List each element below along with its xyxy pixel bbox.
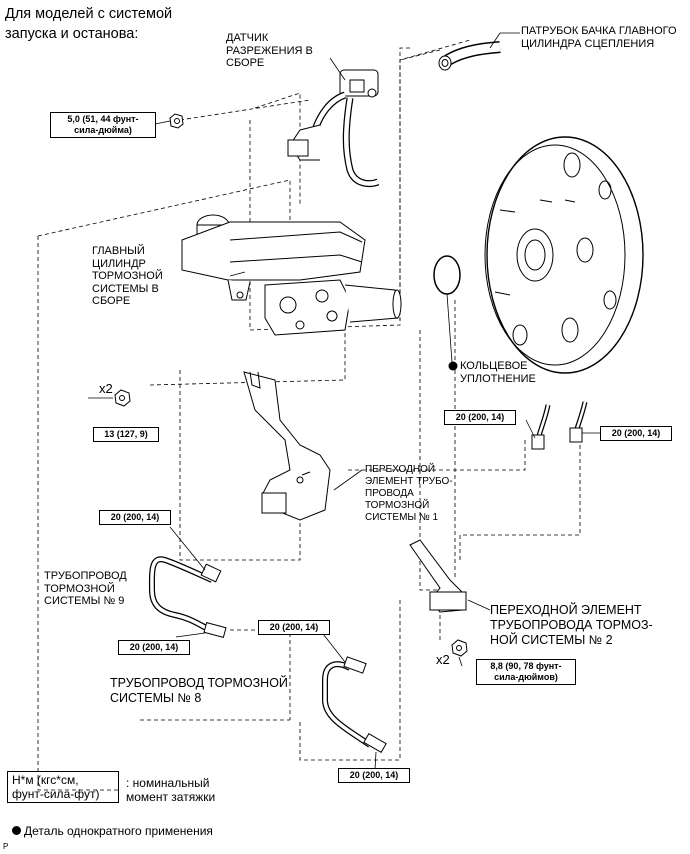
label-adapter-2: ПЕРЕХОДНОЙ ЭЛЕМЕНТ ТРУБОПРОВОДА ТОРМОЗ- … xyxy=(490,603,653,647)
torque-box-pipe-1: 20 (200, 14) xyxy=(444,410,516,425)
label-tube-9: ТРУБОПРОВОД ТОРМОЗНОЙ СИСТЕМЫ № 9 xyxy=(44,570,127,607)
label-x2-left: x2 xyxy=(99,381,113,396)
nut-x2-right xyxy=(451,639,468,657)
single-use-marker xyxy=(448,361,458,371)
nut-x2-left xyxy=(114,389,131,407)
single-use-dot-icon xyxy=(12,826,21,836)
brake-tube-adapter-2 xyxy=(409,539,491,613)
torque-box-tube9-bottom: 20 (200, 14) xyxy=(118,640,190,655)
header-line-1: Для моделей с системой xyxy=(5,6,173,22)
brake-pipe-ends xyxy=(531,401,588,450)
label-x2-right: x2 xyxy=(436,652,450,667)
label-tube-8: ТРУБОПРОВОД ТОРМОЗНОЙ СИСТЕМЫ № 8 xyxy=(110,676,288,705)
label-o-ring: КОЛЬЦЕВОЕ УПЛОТНЕНИЕ xyxy=(460,360,536,385)
torque-box-tube9-top: 20 (200, 14) xyxy=(99,510,171,525)
torque-box-sensor-nut: 5,0 (51, 44 фунт- сила-дюйма) xyxy=(50,112,156,138)
torque-box-tube8-bottom: 20 (200, 14) xyxy=(338,768,410,783)
vacuum-sensor xyxy=(287,57,380,187)
torque-box-pipe-2: 20 (200, 14) xyxy=(600,426,672,441)
leader-lines xyxy=(88,120,600,771)
legend-unit-box: Н*м (кгс*см, фунт-сила-фут) xyxy=(7,771,119,803)
label-clutch-hose: ПАТРУБОК БАЧКА ГЛАВНОГО ЦИЛИНДРА СЦЕПЛЕН… xyxy=(521,25,677,50)
header-line-2: запуска и останова: xyxy=(5,26,139,42)
corner-mark: P xyxy=(3,842,9,851)
torque-box-tube8-top: 20 (200, 14) xyxy=(258,620,330,635)
clutch-hose xyxy=(438,32,520,71)
brake-tube-8 xyxy=(319,629,387,754)
legend-unit-description: : номинальный момент затяжки xyxy=(126,776,216,804)
nut-top xyxy=(169,113,184,129)
label-vacuum-sensor: ДАТЧИК РАЗРЕЖЕНИЯ В СБОРЕ xyxy=(226,32,313,69)
legend-single-use: Деталь однократного применения xyxy=(12,824,213,839)
brake-booster xyxy=(484,136,644,374)
brake-tube-adapter-1 xyxy=(243,371,363,521)
label-master-cylinder: ГЛАВНЫЙ ЦИЛИНДР ТОРМОЗНОЙ СИСТЕМЫ В СБОР… xyxy=(92,245,163,307)
brake-tube-9 xyxy=(148,526,227,639)
o-ring xyxy=(433,255,461,363)
torque-box-adapter2-nut: 8,8 (90, 78 фунт- сила-дюймов) xyxy=(476,659,576,685)
master-cylinder xyxy=(181,214,402,336)
torque-box-cylinder-nut: 13 (127, 9) xyxy=(93,427,159,442)
label-adapter-1: ПЕРЕХОДНОЙ ЭЛЕМЕНТ ТРУБО- ПРОВОДА ТОРМОЗ… xyxy=(365,464,453,523)
legend-single-use-text: Деталь однократного применения xyxy=(24,824,213,838)
